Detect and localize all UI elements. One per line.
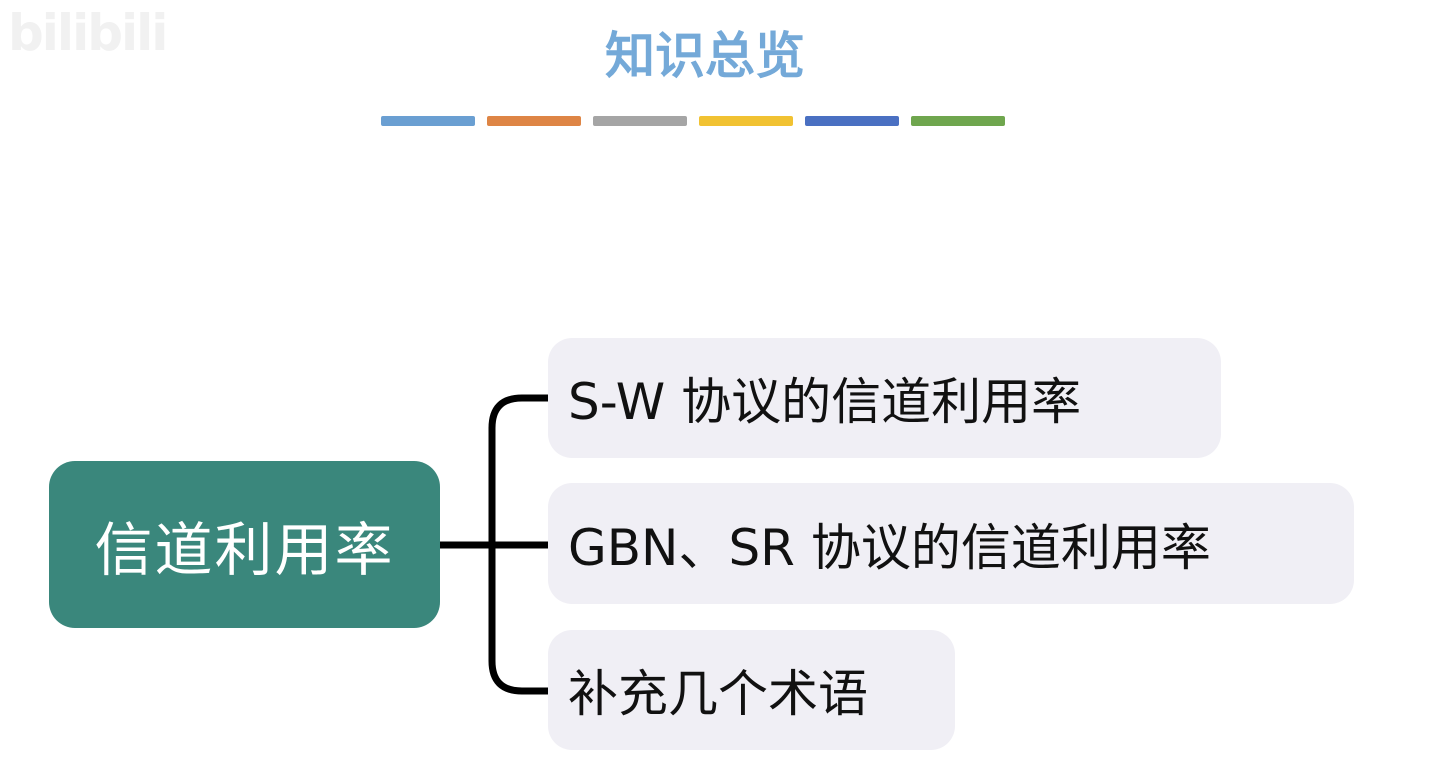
bilibili-watermark-logo: bilibili	[8, 4, 168, 62]
color-segment-2	[487, 116, 581, 126]
color-segment-4	[699, 116, 793, 126]
color-divider-bar	[381, 116, 1005, 126]
color-segment-1	[381, 116, 475, 126]
page-title: 知识总览	[605, 27, 805, 85]
child-node-label: GBN、SR 协议的信道利用率	[568, 518, 1211, 577]
mindmap-root-node: 信道利用率	[49, 461, 440, 628]
connector-to-child-1	[488, 394, 548, 545]
child-node-label: S-W 协议的信道利用率	[568, 373, 1082, 431]
color-segment-6	[911, 116, 1005, 126]
root-node-label: 信道利用率	[94, 515, 395, 584]
child-node-label: 补充几个术语	[568, 665, 868, 723]
color-segment-5	[805, 116, 899, 126]
mindmap-child-terms: 补充几个术语	[548, 630, 955, 750]
connector-to-child-3	[488, 545, 548, 695]
mindmap-child-sw-utilization: S-W 协议的信道利用率	[548, 338, 1221, 458]
color-segment-3	[593, 116, 687, 126]
mindmap-child-gbn-sr-utilization: GBN、SR 协议的信道利用率	[548, 483, 1354, 604]
